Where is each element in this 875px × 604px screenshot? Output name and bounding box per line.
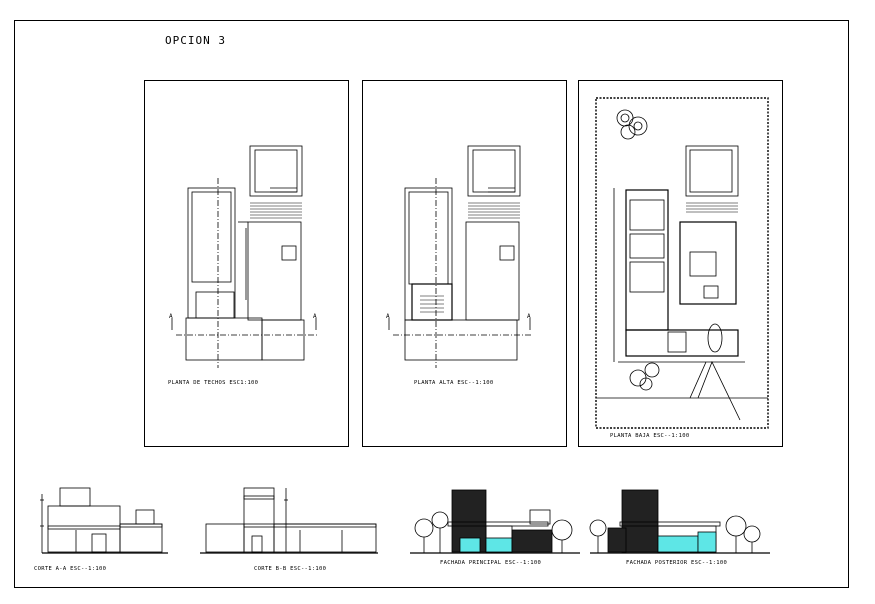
- roof-plan: [171, 145, 318, 368]
- section-b-b: [200, 487, 378, 554]
- panel-planta-alta: [362, 80, 567, 447]
- caption-planta-alta: PLANTA ALTA ESC--1:100: [414, 380, 494, 386]
- sheet-title: OPCION 3: [165, 34, 226, 47]
- caption-planta-de-techos: PLANTA DE TECHOS ESC1:100: [168, 380, 259, 386]
- section-mark-a-left: A: [169, 313, 173, 320]
- caption-corte-a-a: CORTE A-A ESC--1:100: [34, 566, 107, 572]
- section-mark-a-right: A: [313, 313, 317, 320]
- facade-posterior: [589, 489, 770, 554]
- section-mark-a-right-2: A: [527, 313, 531, 320]
- panel-planta-de-techos: [144, 80, 349, 447]
- facade-principal: [410, 489, 580, 554]
- upper-floor-plan: [388, 145, 533, 368]
- sheet-border: [14, 20, 849, 588]
- section-a-a: [40, 487, 168, 554]
- caption-fachada-posterior: FACHADA POSTERIOR ESC--1:100: [626, 560, 728, 566]
- ground-floor-plan: [595, 97, 769, 429]
- caption-planta-baja: PLANTA BAJA ESC--1:100: [610, 433, 690, 439]
- caption-corte-b-b: CORTE B-B ESC--1:100: [254, 566, 327, 572]
- section-mark-a-left-2: A: [386, 313, 390, 320]
- caption-fachada-principal: FACHADA PRINCIPAL ESC--1:100: [440, 560, 542, 566]
